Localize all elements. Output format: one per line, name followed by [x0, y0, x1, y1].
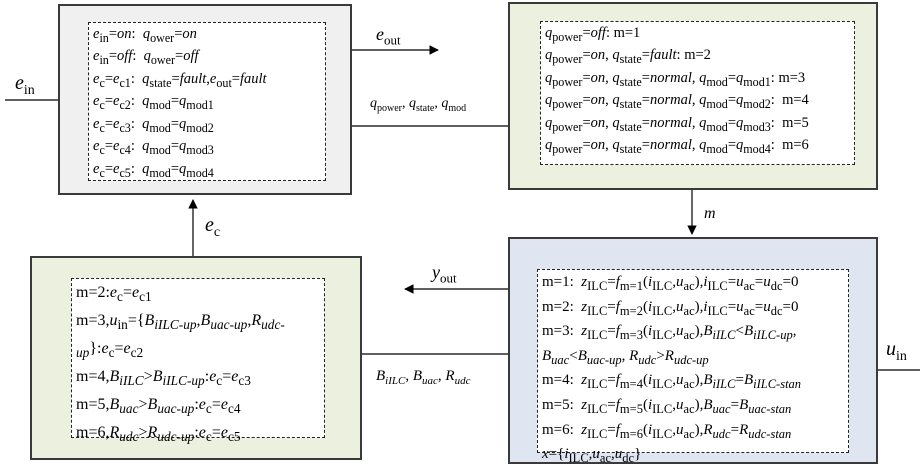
- top-right-row-6: qpower=on, qstate=normal, qmod=qmod4: m=…: [545, 137, 809, 157]
- bottom-left-row-3: up}:ec=ec2: [76, 339, 144, 361]
- bottom-right-row-2: m=2: zILC=fm=2(iILC,uac),iILC=uac=udc=0: [542, 298, 799, 318]
- top-left-row-1: ein=on: qower=on: [93, 26, 197, 45]
- bottom-right-row-6: m=5: zILC=fm=5(iILC,uac),Buac=Buac-stan: [542, 396, 792, 416]
- label-m: m: [704, 205, 716, 222]
- label-ein: ein: [15, 72, 35, 98]
- block-top-left-inner: ein=on: qower=on ein=off: qower=off ec=e…: [88, 22, 326, 181]
- block-top-right-inner: qpower=off: m=1 qpower=on, qstate=fault:…: [540, 21, 855, 165]
- top-left-row-3: ec=ec1: qstate=fault,eout=fault: [93, 70, 267, 90]
- top-left-row-7: ec=ec5: qmod=qmod4: [93, 160, 214, 180]
- bottom-left-row-2: m=3,uin={BiILC-up,Buac-up,Rudc-: [76, 311, 285, 333]
- top-left-row-2: ein=off: qower=off: [93, 48, 199, 68]
- block-bottom-left: m=2:ec=ec1 m=3,uin={BiILC-up,Buac-up,Rud…: [30, 256, 362, 460]
- label-yout: yout: [432, 262, 457, 286]
- top-left-row-5: ec=ec3: qmod=qmod2: [93, 115, 214, 135]
- bottom-left-row-4: m=4,BiILC>BiILC-up:ec=ec3: [76, 367, 251, 389]
- block-bottom-right: m=1: zILC=fm=1(iILC,uac),iILC=uac=udc=0 …: [508, 237, 878, 465]
- top-right-row-1: qpower=off: m=1: [545, 25, 641, 44]
- label-b-group: BiILC, Buac, Rudc: [376, 368, 471, 387]
- top-right-row-4: qpower=on, qstate=normal, qmod=qmod2: m=…: [545, 92, 809, 112]
- bottom-right-row-3: m=3: zILC=fm=3(iILC,uac),BiILC<BiILC-up,: [542, 323, 797, 343]
- bottom-left-row-6: m=6,Rudc>Rudc-up:ec=ec5: [76, 423, 241, 445]
- label-q-group: qpower, qstate, qmod: [370, 96, 467, 114]
- bottom-right-row-5: m=4: zILC=fm=4(iILC,uac),BiILC=BiILC-sta…: [542, 372, 802, 392]
- top-right-row-2: qpower=on, qstate=fault: m=2: [545, 47, 711, 67]
- top-left-row-4: ec=ec2: qmod=qmod1: [93, 93, 214, 113]
- bottom-right-row-1: m=1: zILC=fm=1(iILC,uac),iILC=uac=udc=0: [542, 274, 799, 293]
- block-bottom-right-inner: m=1: zILC=fm=1(iILC,uac),iILC=uac=udc=0 …: [537, 269, 849, 465]
- bottom-right-row-4: Buac<Buac-up, Rudc>Rudc-up: [542, 347, 709, 367]
- top-right-row-3: qpower=on, qstate=normal, qmod=qmod1: m=…: [545, 69, 806, 89]
- top-left-row-6: ec=ec4: qmod=qmod3: [93, 138, 214, 158]
- bottom-right-row-7: m=6: zILC=fm=6(iILC,uac),Rudc=Rudc-stan: [542, 421, 792, 441]
- label-ec: ec: [205, 214, 221, 240]
- label-uin: uin: [886, 338, 907, 364]
- block-top-left: ein=on: qower=on ein=off: qower=off ec=e…: [58, 4, 352, 195]
- label-eout: eout: [376, 24, 401, 48]
- bottom-left-row-5: m=5,Buac>Buac-up:ec=ec4: [76, 395, 241, 417]
- bottom-left-row-1: m=2:ec=ec1: [76, 284, 152, 305]
- block-top-right: qpower=off: m=1 qpower=on, qstate=fault:…: [508, 2, 878, 190]
- bottom-right-row-8: x={iILC,uac,udc}: [542, 446, 642, 466]
- block-bottom-left-inner: m=2:ec=ec1 m=3,uin={BiILC-up,Buac-up,Rud…: [71, 278, 325, 444]
- top-right-row-5: qpower=on, qstate=normal, qmod=qmod3: m=…: [545, 114, 809, 134]
